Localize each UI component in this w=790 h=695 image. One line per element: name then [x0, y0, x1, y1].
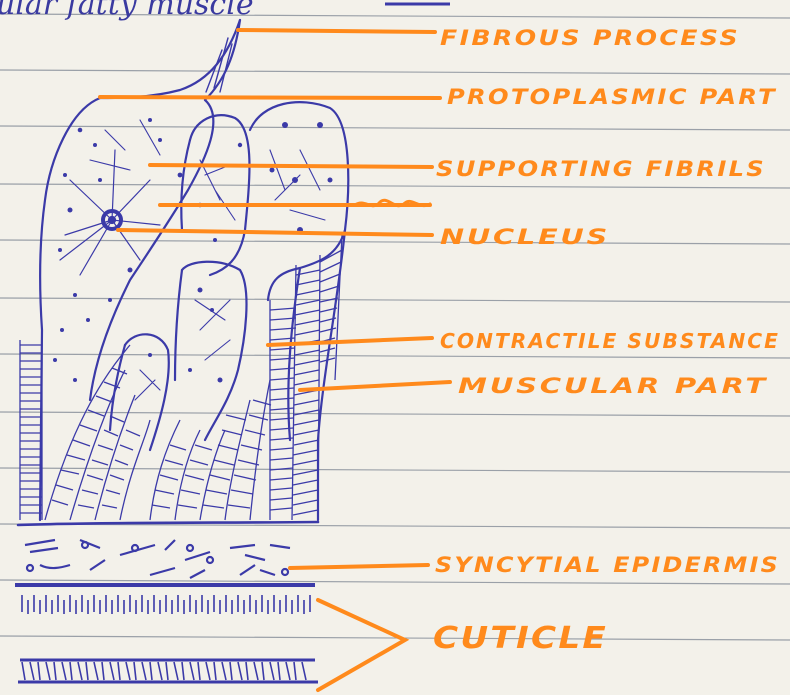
label-muscular-part: MUSCULAR PART [458, 374, 768, 398]
label-supporting-fibrils: SUPPORTING FIBRILS [436, 157, 766, 181]
leader-fibrils [150, 165, 432, 167]
syncytial-epidermis-layer [15, 540, 315, 585]
leader-fibrils-wavy [355, 200, 430, 205]
leader-muscular [300, 382, 450, 390]
leader-cuticle-bracket [318, 600, 405, 690]
cuticle-layer [18, 595, 318, 682]
label-fibrous-process: FIBROUS PROCESS [440, 26, 740, 50]
page-title-fragment: ular fatty muscle [0, 0, 254, 22]
labels: FIBROUS PROCESS PROTOPLASMIC PART SUPPOR… [433, 26, 780, 656]
leader-syncytial [290, 565, 428, 568]
leader-fibrous [238, 30, 435, 32]
label-contractile-substance: CONTRACTILE SUBSTANCE [440, 329, 780, 353]
label-cuticle: CUTICLE [433, 621, 608, 656]
protoplasmic-cell-left [40, 98, 100, 520]
leader-nucleus [118, 230, 432, 235]
label-nucleus: NUCLEUS [440, 225, 610, 249]
label-syncytial-epidermis: SYNCYTIAL EPIDERMIS [435, 553, 780, 577]
leader-contractile [268, 338, 432, 345]
label-protoplasmic-part: PROTOPLASMIC PART [447, 85, 777, 109]
leader-protoplasmic [100, 97, 440, 98]
protoplasmic-cell-middle [190, 115, 249, 275]
